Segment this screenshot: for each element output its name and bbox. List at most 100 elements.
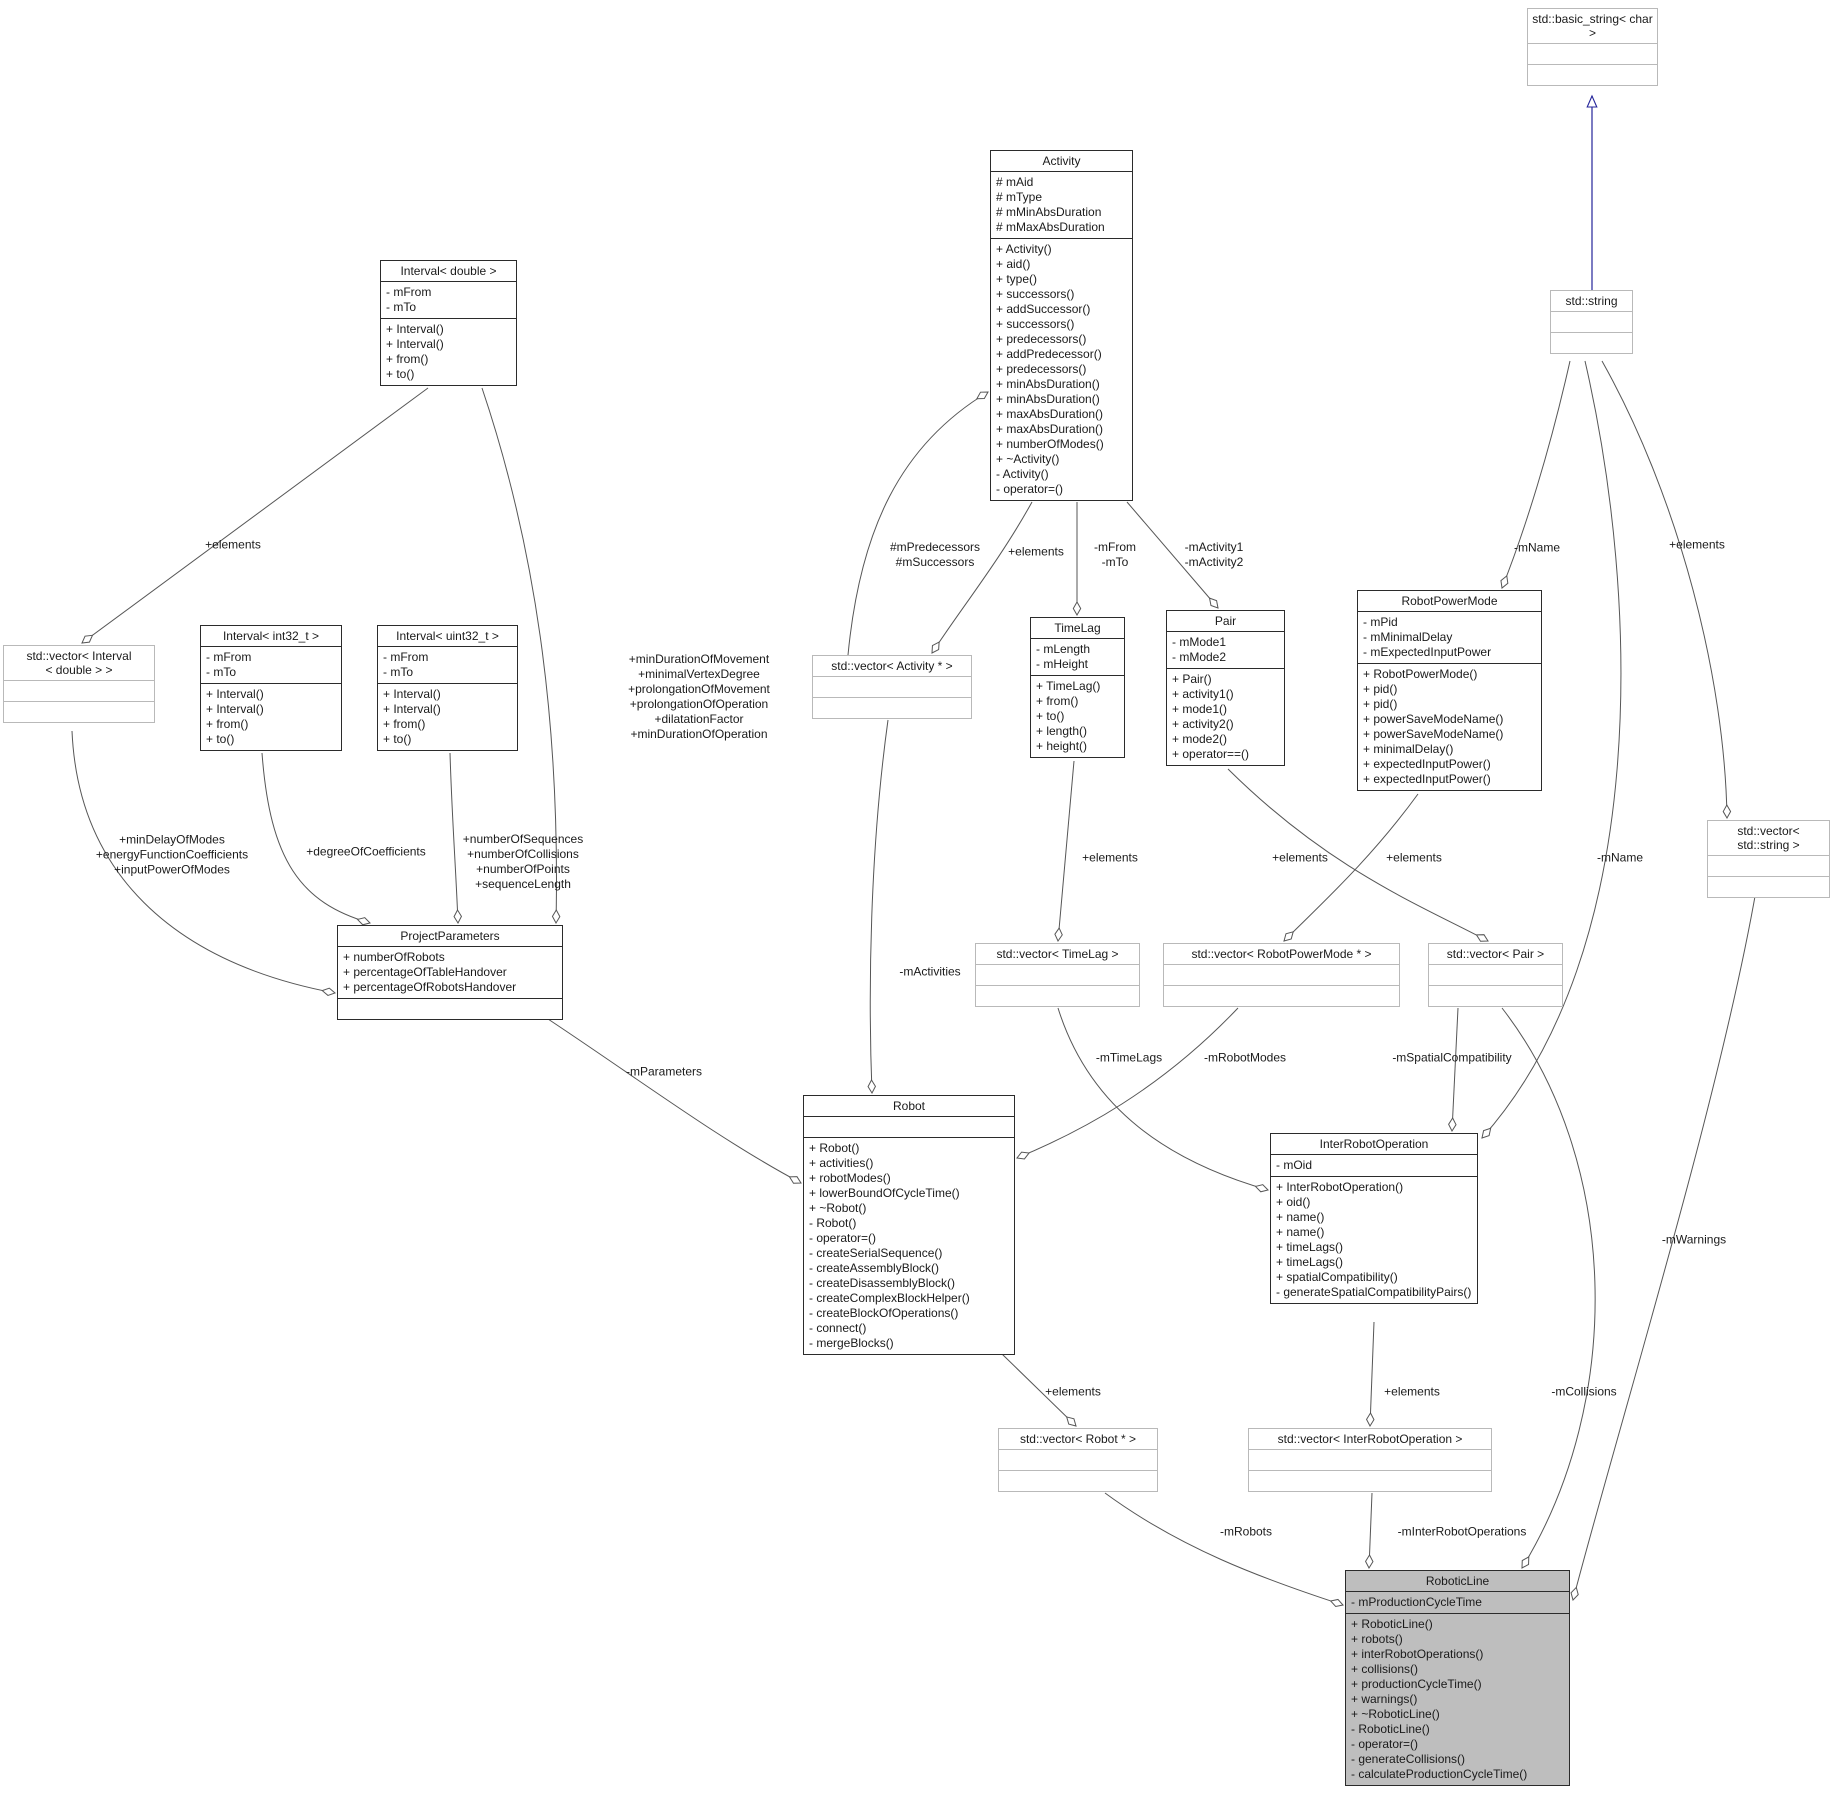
class-node-vector-std-string[interactable]: std::vector< std::string > [1707,820,1830,898]
attributes-compartment [813,676,971,697]
aggregation-edge-string-to-robotpowermode [1500,360,1571,589]
aggregation-edge-vector-activity-to-robot [867,719,889,1095]
methods-compartment [1528,64,1657,85]
class-attribute: - mFrom [206,650,252,664]
class-method: + numberOfModes() [996,437,1104,451]
class-node-vector-interval-double[interactable]: std::vector< Interval < double > > [3,645,155,723]
class-title-projectparameters: ProjectParameters [400,929,500,943]
class-method: - operator=() [996,482,1064,496]
edge-label-string-to-robotpowermode: -mName [1513,540,1561,555]
attributes-compartment [1708,855,1829,876]
aggregation-edge-interval-double-to-vector [81,387,429,644]
class-node-robotpowermode[interactable]: RobotPowerMode- mPid- mMinimalDelay- mEx… [1357,590,1542,791]
class-node-interrobotoperation[interactable]: InterRobotOperation- mOid+ InterRobotOpe… [1270,1133,1478,1304]
edge-label-activity-to-pair: -mActivity1 -mActivity2 [1184,540,1244,569]
class-attribute: # mMinAbsDuration [996,205,1102,219]
edge-label-string-to-vector-string: +elements [1669,537,1725,552]
class-method: - generateSpatialCompatibilityPairs() [1276,1285,1472,1299]
class-node-vector-robotpowermode-ptr[interactable]: std::vector< RobotPowerMode * > [1163,943,1400,1007]
methods-compartment [813,697,971,718]
class-node-basic-string[interactable]: std::basic_string< char > [1527,8,1658,86]
class-method: - connect() [809,1321,867,1335]
class-method: + successors() [996,317,1075,331]
class-method: + aid() [996,257,1031,271]
class-method: + predecessors() [996,332,1087,346]
edge-label-vector-robot-to-roboticline: -mRobots [1219,1524,1273,1539]
class-method: + operator==() [1172,747,1250,761]
class-method: - calculateProductionCycleTime() [1351,1767,1528,1781]
class-attribute: - mFrom [383,650,429,664]
class-title-vector-robotpowermode-ptr: std::vector< RobotPowerMode * > [1191,947,1372,961]
class-title-interval-double: Interval< double > [400,264,497,278]
class-node-pair[interactable]: Pair- mMode1- mMode2+ Pair()+ activity1(… [1166,610,1285,766]
aggregation-edge-string-to-interrobotoperation [1481,360,1622,1139]
aggregation-edge-projectparameters-to-robot [547,1018,802,1184]
class-node-interval-int32[interactable]: Interval< int32_t >- mFrom- mTo+ Interva… [200,625,342,751]
class-attribute: - mExpectedInputPower [1363,645,1492,659]
class-method: + interRobotOperations() [1351,1647,1484,1661]
edge-label-vector-activity-to-robot: -mActivities [899,964,961,979]
class-method: + height() [1036,739,1088,753]
class-method: + to() [383,732,412,746]
attributes-compartment [976,964,1139,985]
class-node-vector-interrobotoperation[interactable]: std::vector< InterRobotOperation > [1248,1428,1492,1492]
class-method: + successors() [996,287,1075,301]
class-method: + maxAbsDuration() [996,407,1104,421]
class-title-robotpowermode: RobotPowerMode [1401,594,1498,608]
class-method: + minimalDelay() [1363,742,1454,756]
aggregation-edge-vector-timelag-to-interrobotoperation [1057,1007,1269,1193]
class-attribute: - mMode2 [1172,650,1227,664]
class-node-activity[interactable]: Activity# mAid# mType# mMinAbsDuration# … [990,150,1133,501]
class-node-vector-activity-ptr[interactable]: std::vector< Activity * > [812,655,972,719]
attributes-compartment: - mProductionCycleTime [1346,1591,1569,1613]
class-node-interval-uint32[interactable]: Interval< uint32_t >- mFrom- mTo+ Interv… [377,625,518,751]
attributes-compartment [804,1116,1014,1137]
class-node-vector-pair[interactable]: std::vector< Pair > [1428,943,1563,1007]
edge-label-interval-int32-to-projectparameters: +degreeOfCoefficients [306,844,426,859]
methods-compartment [1249,1470,1491,1491]
class-method: + from() [383,717,426,731]
class-method: - operator=() [809,1231,877,1245]
class-node-timelag[interactable]: TimeLag- mLength- mHeight+ TimeLag()+ fr… [1030,617,1125,758]
methods-compartment [1708,876,1829,897]
class-node-vector-robot-ptr[interactable]: std::vector< Robot * > [998,1428,1158,1492]
class-method: + Interval() [383,702,441,716]
class-method: + Activity() [996,242,1052,256]
class-method: + pid() [1363,682,1398,696]
methods-compartment: + RobotPowerMode()+ pid()+ pid()+ powerS… [1358,663,1541,790]
class-node-roboticline[interactable]: RoboticLine- mProductionCycleTime+ Robot… [1345,1570,1570,1786]
aggregation-edge-vector-pair-to-interrobotoperation [1448,1007,1459,1133]
class-node-vector-timelag[interactable]: std::vector< TimeLag > [975,943,1140,1007]
class-title-std-string: std::string [1565,294,1618,308]
attributes-compartment [4,680,154,701]
class-title-vector-timelag: std::vector< TimeLag > [996,947,1119,961]
class-node-std-string[interactable]: std::string [1550,290,1633,354]
edge-label-vector-activity-to-activity: #mPredecessors #mSuccessors [889,540,981,569]
class-method: + to() [206,732,235,746]
class-method: + warnings() [1351,1692,1418,1706]
methods-compartment [1429,985,1562,1006]
class-method: - createBlockOfOperations() [809,1306,959,1320]
class-method: + InterRobotOperation() [1276,1180,1404,1194]
class-attribute: - mMinimalDelay [1363,630,1453,644]
class-node-projectparameters[interactable]: ProjectParameters + numberOfRobots+ perce… [337,925,563,1020]
class-node-robot[interactable]: Robot+ Robot()+ activities()+ robotModes… [803,1095,1015,1355]
attributes-compartment [999,1449,1157,1470]
class-method: - createComplexBlockHelper() [809,1291,970,1305]
class-method: + minAbsDuration() [996,392,1100,406]
class-method: + timeLags() [1276,1255,1344,1269]
class-title-interrobotoperation: InterRobotOperation [1319,1137,1429,1151]
class-method: + name() [1276,1210,1325,1224]
class-node-interval-double[interactable]: Interval< double >- mFrom- mTo+ Interval… [380,260,517,386]
class-attribute: - mTo [206,665,236,679]
aggregation-edge-vector-robot-to-roboticline [1104,1492,1344,1608]
class-method: - mergeBlocks() [809,1336,894,1350]
attributes-compartment: + numberOfRobots+ percentageOfTableHando… [338,946,562,998]
attributes-compartment [1164,964,1399,985]
class-title-activity: Activity [1042,154,1081,168]
attributes-compartment: - mFrom- mTo [201,646,341,683]
class-title-basic-string: std::basic_string< char > [1532,12,1653,40]
methods-compartment: + Interval()+ Interval()+ from()+ to() [381,318,516,385]
class-method: + from() [206,717,249,731]
